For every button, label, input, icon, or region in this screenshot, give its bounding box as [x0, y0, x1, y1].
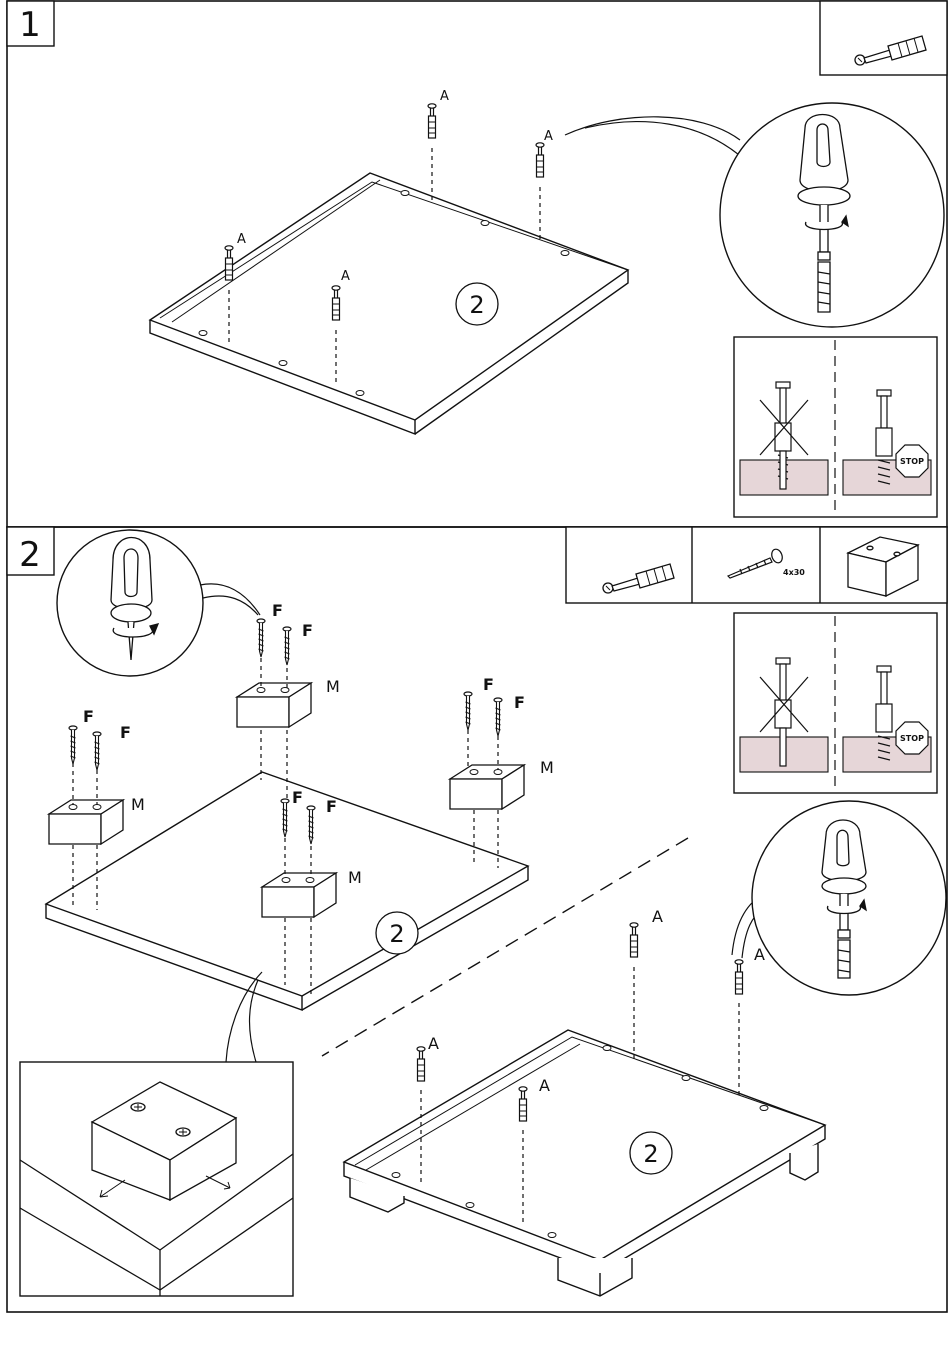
block-m [237, 683, 311, 727]
dowel-label: A [341, 269, 350, 284]
stop-label: STOP [900, 734, 924, 743]
dowel-a [225, 246, 233, 280]
screw-label: F [292, 788, 303, 807]
screw-label: F [483, 675, 494, 694]
dowel-a [428, 104, 436, 138]
panel-part-number: 2 [389, 920, 404, 948]
block-m [262, 873, 336, 917]
screw-f [494, 698, 502, 736]
panel-part-number: 2 [643, 1140, 658, 1168]
panel-part-number: 2 [469, 291, 484, 319]
panel-step1 [150, 173, 628, 434]
dowel-label: A [440, 89, 449, 104]
dowel-label: A [754, 945, 765, 964]
panel-step2-flipped [344, 1030, 825, 1296]
stop-label: STOP [900, 457, 924, 466]
step1-number: 1 [19, 5, 41, 45]
dowel-label: A [237, 232, 246, 247]
block-m [49, 800, 123, 844]
dowel-a [417, 1047, 425, 1081]
dowel-a [630, 923, 638, 957]
screw-label: F [120, 723, 131, 742]
block-label: M [540, 758, 554, 777]
dowel-label: A [652, 907, 663, 926]
screw-f [283, 627, 291, 665]
step2-number: 2 [19, 535, 41, 575]
screw-size: 4x30 [783, 568, 805, 577]
screw-label: F [302, 621, 313, 640]
dowel-label: A [428, 1034, 439, 1053]
block-label: M [326, 677, 340, 696]
dowel-label: A [544, 129, 553, 144]
screw-f [93, 732, 101, 770]
screw-f [69, 726, 77, 764]
screw-label: F [514, 693, 525, 712]
block-m [450, 765, 524, 809]
dowel-a [735, 960, 743, 994]
screw-f [464, 692, 472, 730]
screw-label: F [326, 797, 337, 816]
block-label: M [348, 868, 362, 887]
block-label: M [131, 795, 145, 814]
screw-label: F [272, 601, 283, 620]
dowel-label: A [539, 1076, 550, 1095]
dowel-a [536, 143, 544, 177]
screw-label: F [83, 707, 94, 726]
screw-f [257, 619, 265, 657]
